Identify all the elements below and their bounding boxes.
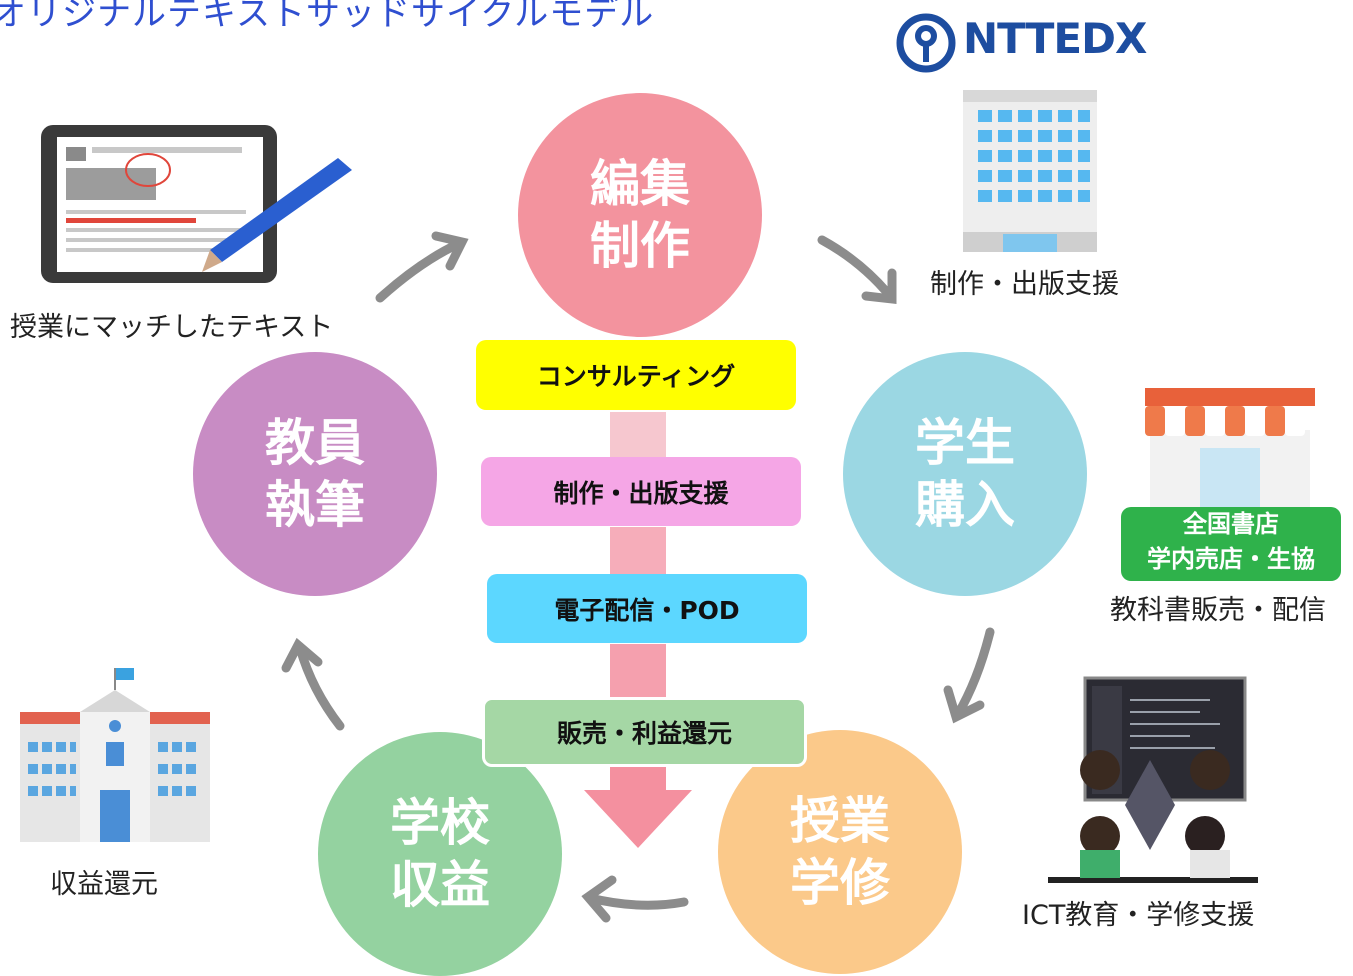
step-digital-delivery: 電子配信・POD xyxy=(487,574,807,643)
page-title: オリジナルテキストサッドサイクルモデル xyxy=(0,0,655,34)
step-publishing-support: 制作・出版支援 xyxy=(481,457,801,526)
arrow-edit-to-student xyxy=(817,235,895,301)
ict-classroom-illustration xyxy=(1048,676,1258,883)
node-line2: 購入 xyxy=(915,476,1015,534)
label-ict: ICT教育・学修支援 xyxy=(1022,900,1255,931)
cycle-node-school: 学校収益 xyxy=(318,732,562,976)
arrow-school-to-teacher xyxy=(295,643,345,731)
label-textbook: 授業にマッチしたテキスト xyxy=(10,312,334,343)
ntt-edx-logo: NTTEDX xyxy=(893,8,1163,76)
cycle-node-edit: 編集制作 xyxy=(518,93,762,337)
cycle-node-teacher: 教員執筆 xyxy=(193,352,437,596)
tablet-illustration xyxy=(41,125,352,283)
arrow-class-to-school xyxy=(585,893,689,910)
node-line1: 教員 xyxy=(265,414,365,472)
school-illustration xyxy=(20,668,210,842)
arrow-student-to-class xyxy=(953,627,995,719)
node-line2: 執筆 xyxy=(265,476,365,534)
central-flow-arrow xyxy=(584,412,692,848)
node-line1: 授業 xyxy=(790,792,890,850)
node-line1: 編集 xyxy=(590,155,690,213)
cycle-node-class: 授業学修 xyxy=(718,730,962,974)
office-building-illustration xyxy=(963,90,1097,252)
logo-text: NTTEDX xyxy=(963,14,1147,63)
label-returns: 収益還元 xyxy=(50,869,158,900)
store-badge: 全国書店 学内売店・生協 xyxy=(1121,507,1341,581)
arrow-teacher-to-edit xyxy=(375,239,463,303)
step-consulting: コンサルティング xyxy=(476,340,796,410)
cycle-node-student: 学生購入 xyxy=(843,352,1087,596)
store-line2: 学内売店・生協 xyxy=(1147,545,1315,573)
node-line1: 学校 xyxy=(390,794,490,852)
step-sales-return: 販売・利益還元 xyxy=(482,697,807,767)
node-line2: 収益 xyxy=(390,856,490,914)
label-sales: 教科書販売・配信 xyxy=(1110,595,1326,626)
store-line1: 全国書店 xyxy=(1183,510,1279,538)
ntt-logo-icon xyxy=(896,13,956,73)
node-line2: 制作 xyxy=(590,217,690,275)
label-publishing: 制作・出版支援 xyxy=(930,269,1119,300)
node-line1: 学生 xyxy=(915,414,1015,472)
node-line2: 学修 xyxy=(790,854,890,912)
cycle-arrows xyxy=(281,231,995,923)
store-illustration xyxy=(1145,388,1315,510)
